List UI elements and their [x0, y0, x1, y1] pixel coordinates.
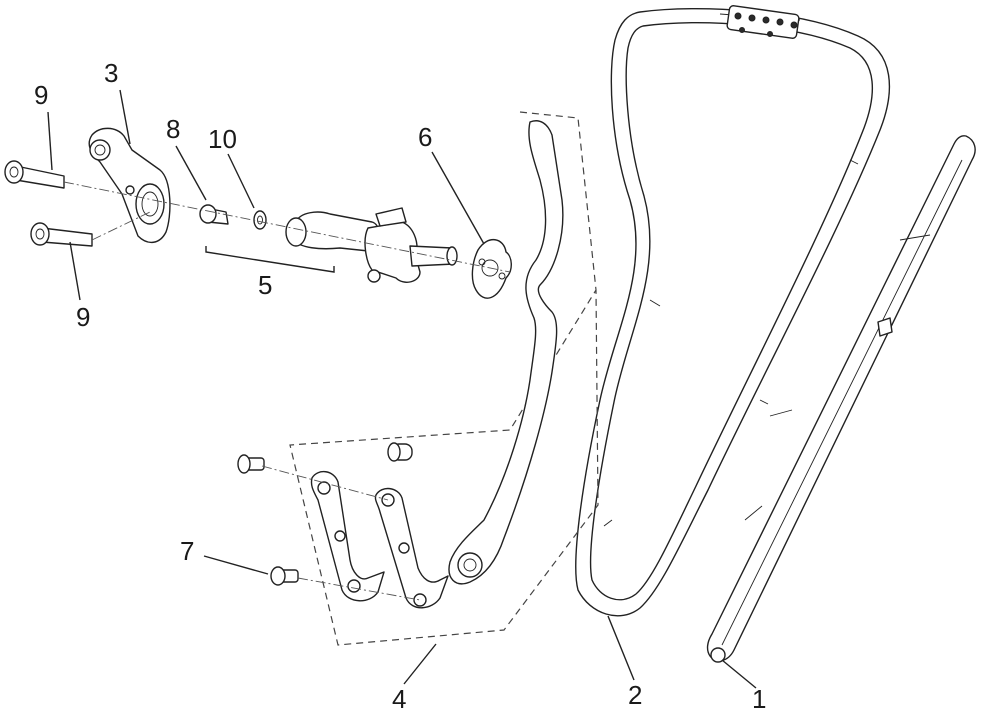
- leader-lines: [47, 89, 757, 689]
- tensioner-body: [285, 207, 458, 283]
- gasket-6: [471, 239, 512, 299]
- pin-lower: [270, 566, 299, 586]
- callout-9-lower: 9: [76, 302, 90, 332]
- tensioner-bracket-left: [310, 471, 385, 602]
- callout-4: 4: [392, 684, 406, 714]
- bolt-lower: [30, 222, 93, 247]
- callout-3: 3: [104, 58, 118, 88]
- tensioner-cover: [88, 127, 171, 243]
- callout-8: 8: [166, 114, 180, 144]
- chain-guide-rail: [706, 135, 976, 663]
- callout-6: 6: [418, 122, 432, 152]
- tensioner-bracket-right: [374, 487, 449, 609]
- pin-upper-right: [387, 442, 413, 462]
- callout-5: 5: [258, 270, 272, 300]
- bolt-upper: [4, 160, 65, 189]
- callout-10: 10: [208, 124, 237, 154]
- washer-10: [253, 210, 267, 230]
- callout-7: 7: [180, 536, 194, 566]
- group-bracket-5: [205, 246, 335, 273]
- callout-9-upper: 9: [34, 80, 48, 110]
- chain-link-detail: [726, 5, 800, 39]
- callout-1: 1: [752, 684, 766, 714]
- timing-chain: [575, 5, 891, 617]
- pin-upper-left: [237, 454, 265, 474]
- tensioner-group-box: [289, 111, 599, 646]
- callout-2: 2: [628, 680, 642, 710]
- tensioner-assembly: [237, 111, 599, 646]
